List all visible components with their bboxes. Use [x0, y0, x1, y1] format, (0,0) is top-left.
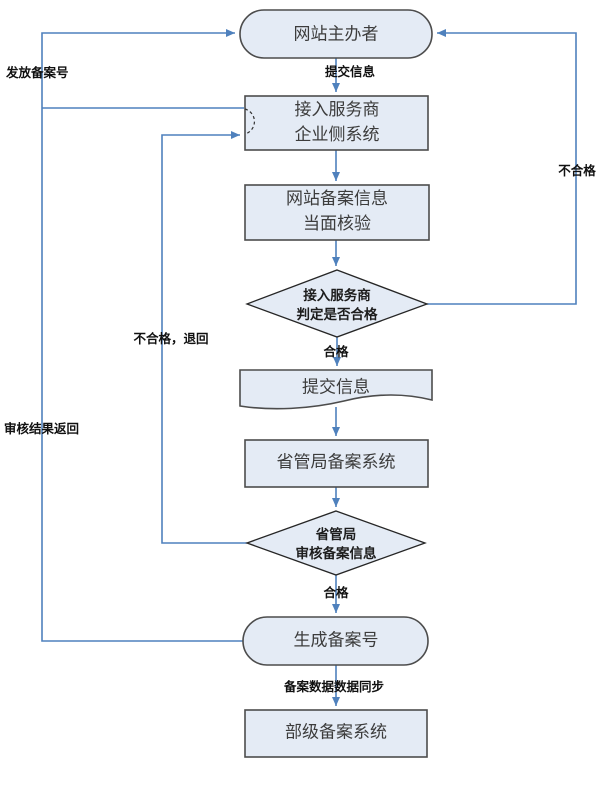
- node-ministry-system: [244, 709, 428, 758]
- node-provincial-review-line1: 省管局: [315, 527, 357, 542]
- node-provincial-system-label: 省管局备案系统: [276, 452, 396, 473]
- edge-label-unqualified-return: 不合格，退回: [133, 332, 209, 346]
- node-provincial-review: [245, 510, 427, 576]
- node-verify: [244, 184, 430, 241]
- node-isp-decision-line2: 判定是否合格: [296, 307, 378, 322]
- edge-label-submit-info: 提交信息: [324, 65, 376, 79]
- node-submit-doc-label: 提交信息: [302, 377, 370, 398]
- node-organizer-label: 网站主办者: [293, 24, 379, 45]
- edge-issue-number-to-organizer: [41, 29, 243, 642]
- node-ministry-system-label: 部级备案系统: [285, 722, 387, 743]
- node-isp-system: [244, 95, 429, 151]
- node-provincial-review-line2: 审核备案信息: [295, 546, 377, 561]
- node-organizer: [239, 9, 433, 59]
- edge-label-qualified-2: 合格: [323, 586, 349, 600]
- node-isp-decision-label: 接入服务商 判定是否合格: [297, 286, 378, 324]
- node-provincial-system: [244, 439, 429, 488]
- edge-label-issue-number: 发放备案号: [6, 66, 69, 80]
- node-isp-system-line1: 接入服务商: [294, 100, 380, 120]
- node-isp-system-label: 接入服务商 企业侧系统: [295, 98, 380, 148]
- edge-label-qualified-1: 合格: [323, 345, 349, 359]
- edge-unqualified-return-to-isp: [161, 131, 247, 544]
- node-verify-line1: 网站备案信息: [286, 189, 388, 209]
- edge-label-review-result-return: 审核结果返回: [4, 422, 80, 436]
- edge-label-unqualified-right: 不合格: [558, 164, 596, 178]
- edge-label-data-sync: 备案数据数据同步: [283, 680, 385, 694]
- node-verify-line2: 当面核验: [303, 214, 371, 234]
- node-provincial-review-label: 省管局 审核备案信息: [296, 525, 377, 563]
- dashed-entry-arc-icon: [244, 108, 256, 135]
- node-verify-label: 网站备案信息 当面核验: [286, 187, 388, 237]
- node-generate-number-label: 生成备案号: [293, 630, 379, 651]
- node-submit-doc: [239, 369, 433, 410]
- node-generate-number: [242, 616, 429, 666]
- node-isp-decision-line1: 接入服务商: [303, 288, 371, 303]
- node-isp-decision: [245, 269, 429, 338]
- edge-unqualified-to-organizer: [427, 29, 577, 305]
- node-isp-system-line2: 企业侧系统: [294, 125, 380, 145]
